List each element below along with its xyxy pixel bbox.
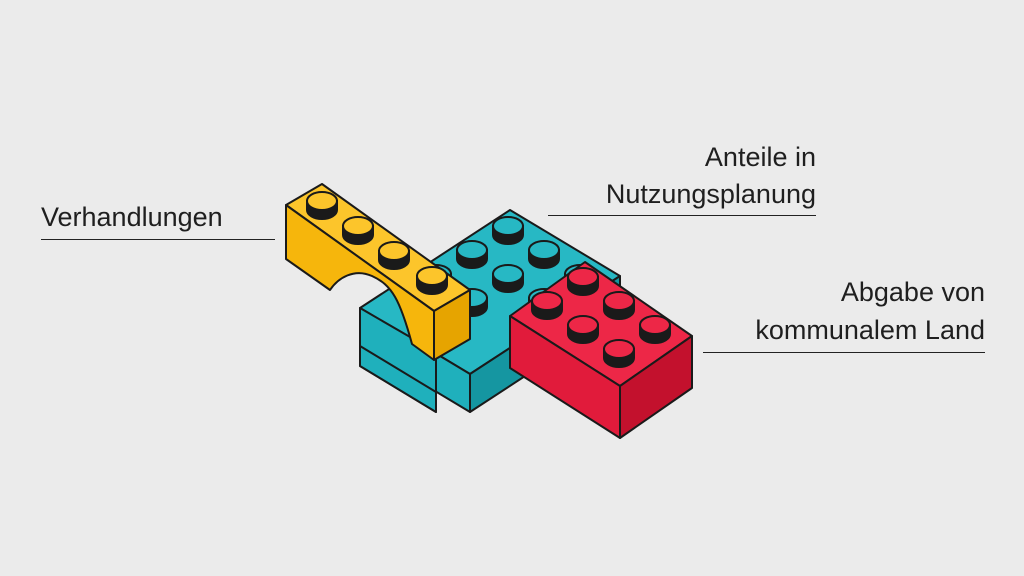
red-stud-top — [639, 315, 671, 335]
label-abgabe-rule — [703, 352, 985, 353]
teal-stud-1 — [456, 240, 488, 269]
teal-stud-top — [456, 240, 488, 260]
teal-stud-top — [528, 240, 560, 260]
yellow-stud-top — [306, 191, 338, 211]
red-stud-3 — [567, 315, 599, 344]
label-verhandlungen-rule — [41, 239, 275, 240]
yellow-stud-top — [342, 216, 374, 236]
red-stud-top — [567, 315, 599, 335]
label-anteile-line1: Anteile in — [704, 142, 816, 172]
yellow-stud-3 — [416, 266, 448, 295]
red-stud-top — [603, 339, 635, 359]
red-stud-top — [567, 267, 599, 287]
teal-stud-3 — [492, 264, 524, 293]
yellow-stud-1 — [342, 216, 374, 245]
yellow-stud-top — [378, 241, 410, 261]
yellow-brick-end-face — [433, 289, 471, 361]
red-stud-1 — [531, 291, 563, 320]
red-stud-top — [531, 291, 563, 311]
yellow-stud-top — [416, 266, 448, 286]
label-abgabe-line1: Abgabe von — [840, 277, 985, 307]
yellow-stud-0 — [306, 191, 338, 220]
yellow-stud-2 — [378, 241, 410, 270]
teal-stud-0 — [492, 216, 524, 245]
label-anteile-rule — [548, 215, 816, 216]
red-brick-studs — [531, 267, 671, 368]
red-brick-side-face — [619, 335, 693, 439]
red-stud-2 — [603, 291, 635, 320]
yellow-brick-front-face — [285, 204, 435, 361]
label-abgabe-line2: kommunalem Land — [755, 315, 985, 345]
red-stud-top — [603, 291, 635, 311]
yellow-brick-studs — [306, 191, 448, 295]
label-anteile-line2: Nutzungsplanung — [605, 179, 816, 209]
teal-stud-2 — [528, 240, 560, 269]
red-stud-5 — [603, 339, 635, 368]
teal-stud-top — [492, 216, 524, 236]
teal-stud-top — [492, 264, 524, 284]
red-stud-4 — [639, 315, 671, 344]
red-stud-0 — [567, 267, 599, 296]
label-verhandlungen: Verhandlungen — [41, 202, 223, 232]
teal-brick-lower-face — [359, 345, 437, 413]
